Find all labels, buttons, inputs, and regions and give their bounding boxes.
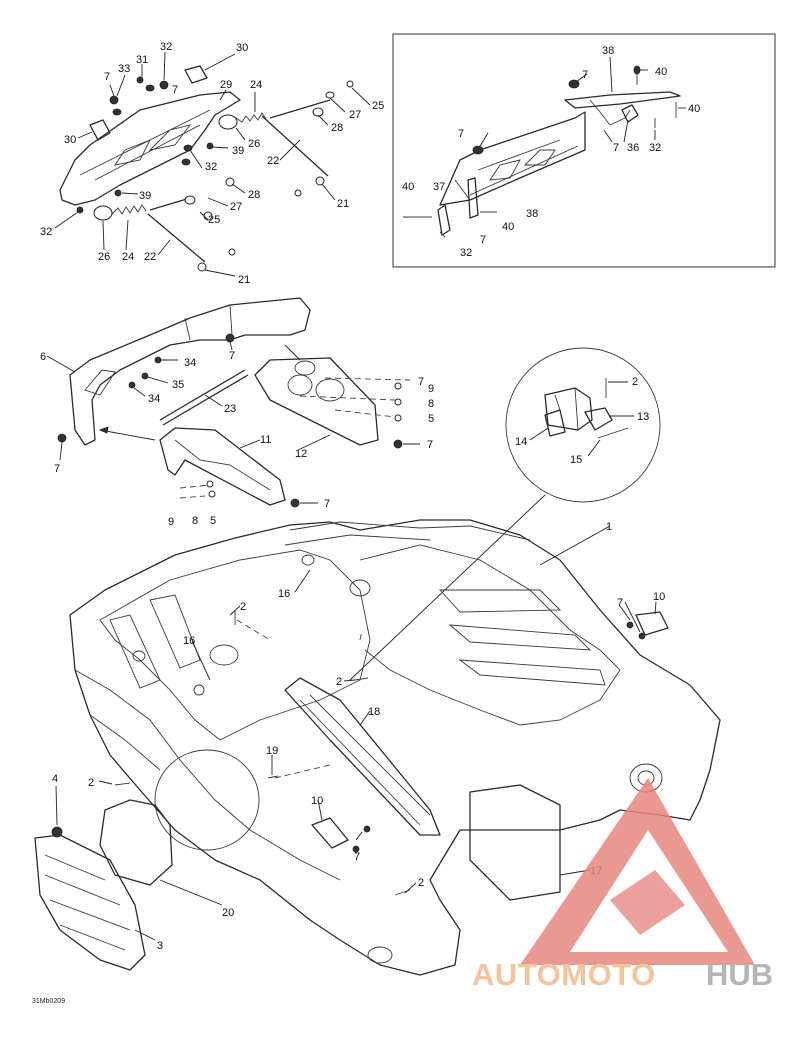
callout-5: 5 (210, 515, 216, 527)
callout-38: 38 (602, 45, 614, 57)
callout-7: 7 (172, 84, 178, 96)
callout-1: 1 (606, 521, 612, 533)
callout-2: 2 (240, 601, 246, 613)
frame-bracket-assembly (46, 297, 420, 508)
callout-2: 2 (632, 376, 638, 388)
callout-7: 7 (582, 69, 588, 81)
callout-34: 34 (184, 357, 196, 369)
callout-3: 3 (157, 940, 163, 952)
callout-22: 22 (144, 251, 156, 263)
callout-39: 39 (139, 190, 151, 202)
automotohub-watermark: AUTOMOTO HUB (472, 778, 773, 992)
callout-25: 25 (372, 100, 384, 112)
callout-11: 11 (260, 434, 271, 446)
callout-18: 18 (368, 706, 380, 718)
callout-29: 29 (220, 79, 232, 91)
callout-27: 27 (230, 201, 242, 213)
callout-7: 7 (324, 498, 330, 510)
callout-32: 32 (160, 41, 172, 53)
callout-7: 7 (104, 71, 110, 83)
callout-26: 26 (98, 251, 110, 263)
callout-7: 7 (229, 350, 235, 362)
callout-26: 26 (248, 138, 260, 150)
callout-9: 9 (428, 383, 434, 395)
callout-7: 7 (617, 597, 623, 609)
callout-30: 30 (64, 134, 76, 146)
watermark-text-auto: AUTOMOTO (472, 957, 656, 992)
watermark-text-hub: HUB (706, 957, 773, 992)
callout-24: 24 (250, 79, 262, 91)
footrest-bar-assembly (54, 51, 371, 277)
callout-6: 6 (40, 351, 46, 363)
watermark-triangle-logo (520, 778, 755, 965)
callout-19: 19 (266, 745, 278, 757)
callout-14: 14 (515, 436, 527, 448)
callout-27: 27 (349, 109, 361, 121)
callout-10: 10 (311, 795, 323, 807)
callout-35: 35 (172, 379, 184, 391)
callout-32: 32 (40, 226, 52, 238)
callout-5: 5 (428, 413, 434, 425)
callout-2: 2 (88, 777, 94, 789)
callout-36: 36 (627, 142, 639, 154)
callout-37: 37 (433, 181, 445, 193)
callout-16: 16 (183, 635, 195, 647)
callout-2: 2 (418, 877, 424, 889)
callout-7: 7 (418, 376, 424, 388)
callout-23: 23 (224, 403, 236, 415)
callout-8: 8 (192, 515, 198, 527)
callout-21: 21 (238, 274, 250, 286)
callout-39: 39 (232, 145, 244, 157)
callout-32: 32 (205, 161, 217, 173)
callout-12: 12 (295, 448, 307, 460)
callout-16: 16 (278, 588, 290, 600)
callout-7: 7 (613, 142, 619, 154)
inset-detail-panel (392, 33, 776, 268)
callout-2: 2 (336, 676, 342, 688)
callout-7: 7 (354, 851, 360, 863)
callout-34: 34 (148, 393, 160, 405)
callout-31: 31 (136, 54, 148, 66)
callout-13: 13 (637, 411, 649, 423)
callout-33: 33 (118, 63, 130, 75)
callout-40: 40 (502, 221, 514, 233)
callout-32: 32 (649, 142, 661, 154)
callout-40: 40 (655, 66, 667, 78)
callout-9: 9 (168, 516, 174, 528)
callout-22: 22 (267, 155, 279, 167)
callout-40: 40 (402, 181, 414, 193)
callout-32: 32 (460, 247, 472, 259)
drawing-code: 31Mb0209 (32, 998, 65, 1005)
callout-15: 15 (570, 454, 582, 466)
callout-7: 7 (458, 128, 464, 140)
callout-24: 24 (122, 251, 134, 263)
callout-7: 7 (427, 439, 433, 451)
callout-28: 28 (331, 122, 343, 134)
callout-30: 30 (236, 42, 248, 54)
callout-10: 10 (653, 591, 665, 603)
callout-20: 20 (222, 907, 234, 919)
callout-4: 4 (52, 773, 58, 785)
callout-7: 7 (54, 463, 60, 475)
callout-40: 40 (688, 103, 700, 115)
callout-25: 25 (208, 214, 220, 226)
callout-38: 38 (526, 208, 538, 220)
detail-circle-13-14-15 (349, 347, 661, 681)
callout-8: 8 (428, 398, 434, 410)
callout-28: 28 (248, 189, 260, 201)
callout-7: 7 (480, 234, 486, 246)
callout-21: 21 (337, 198, 349, 210)
